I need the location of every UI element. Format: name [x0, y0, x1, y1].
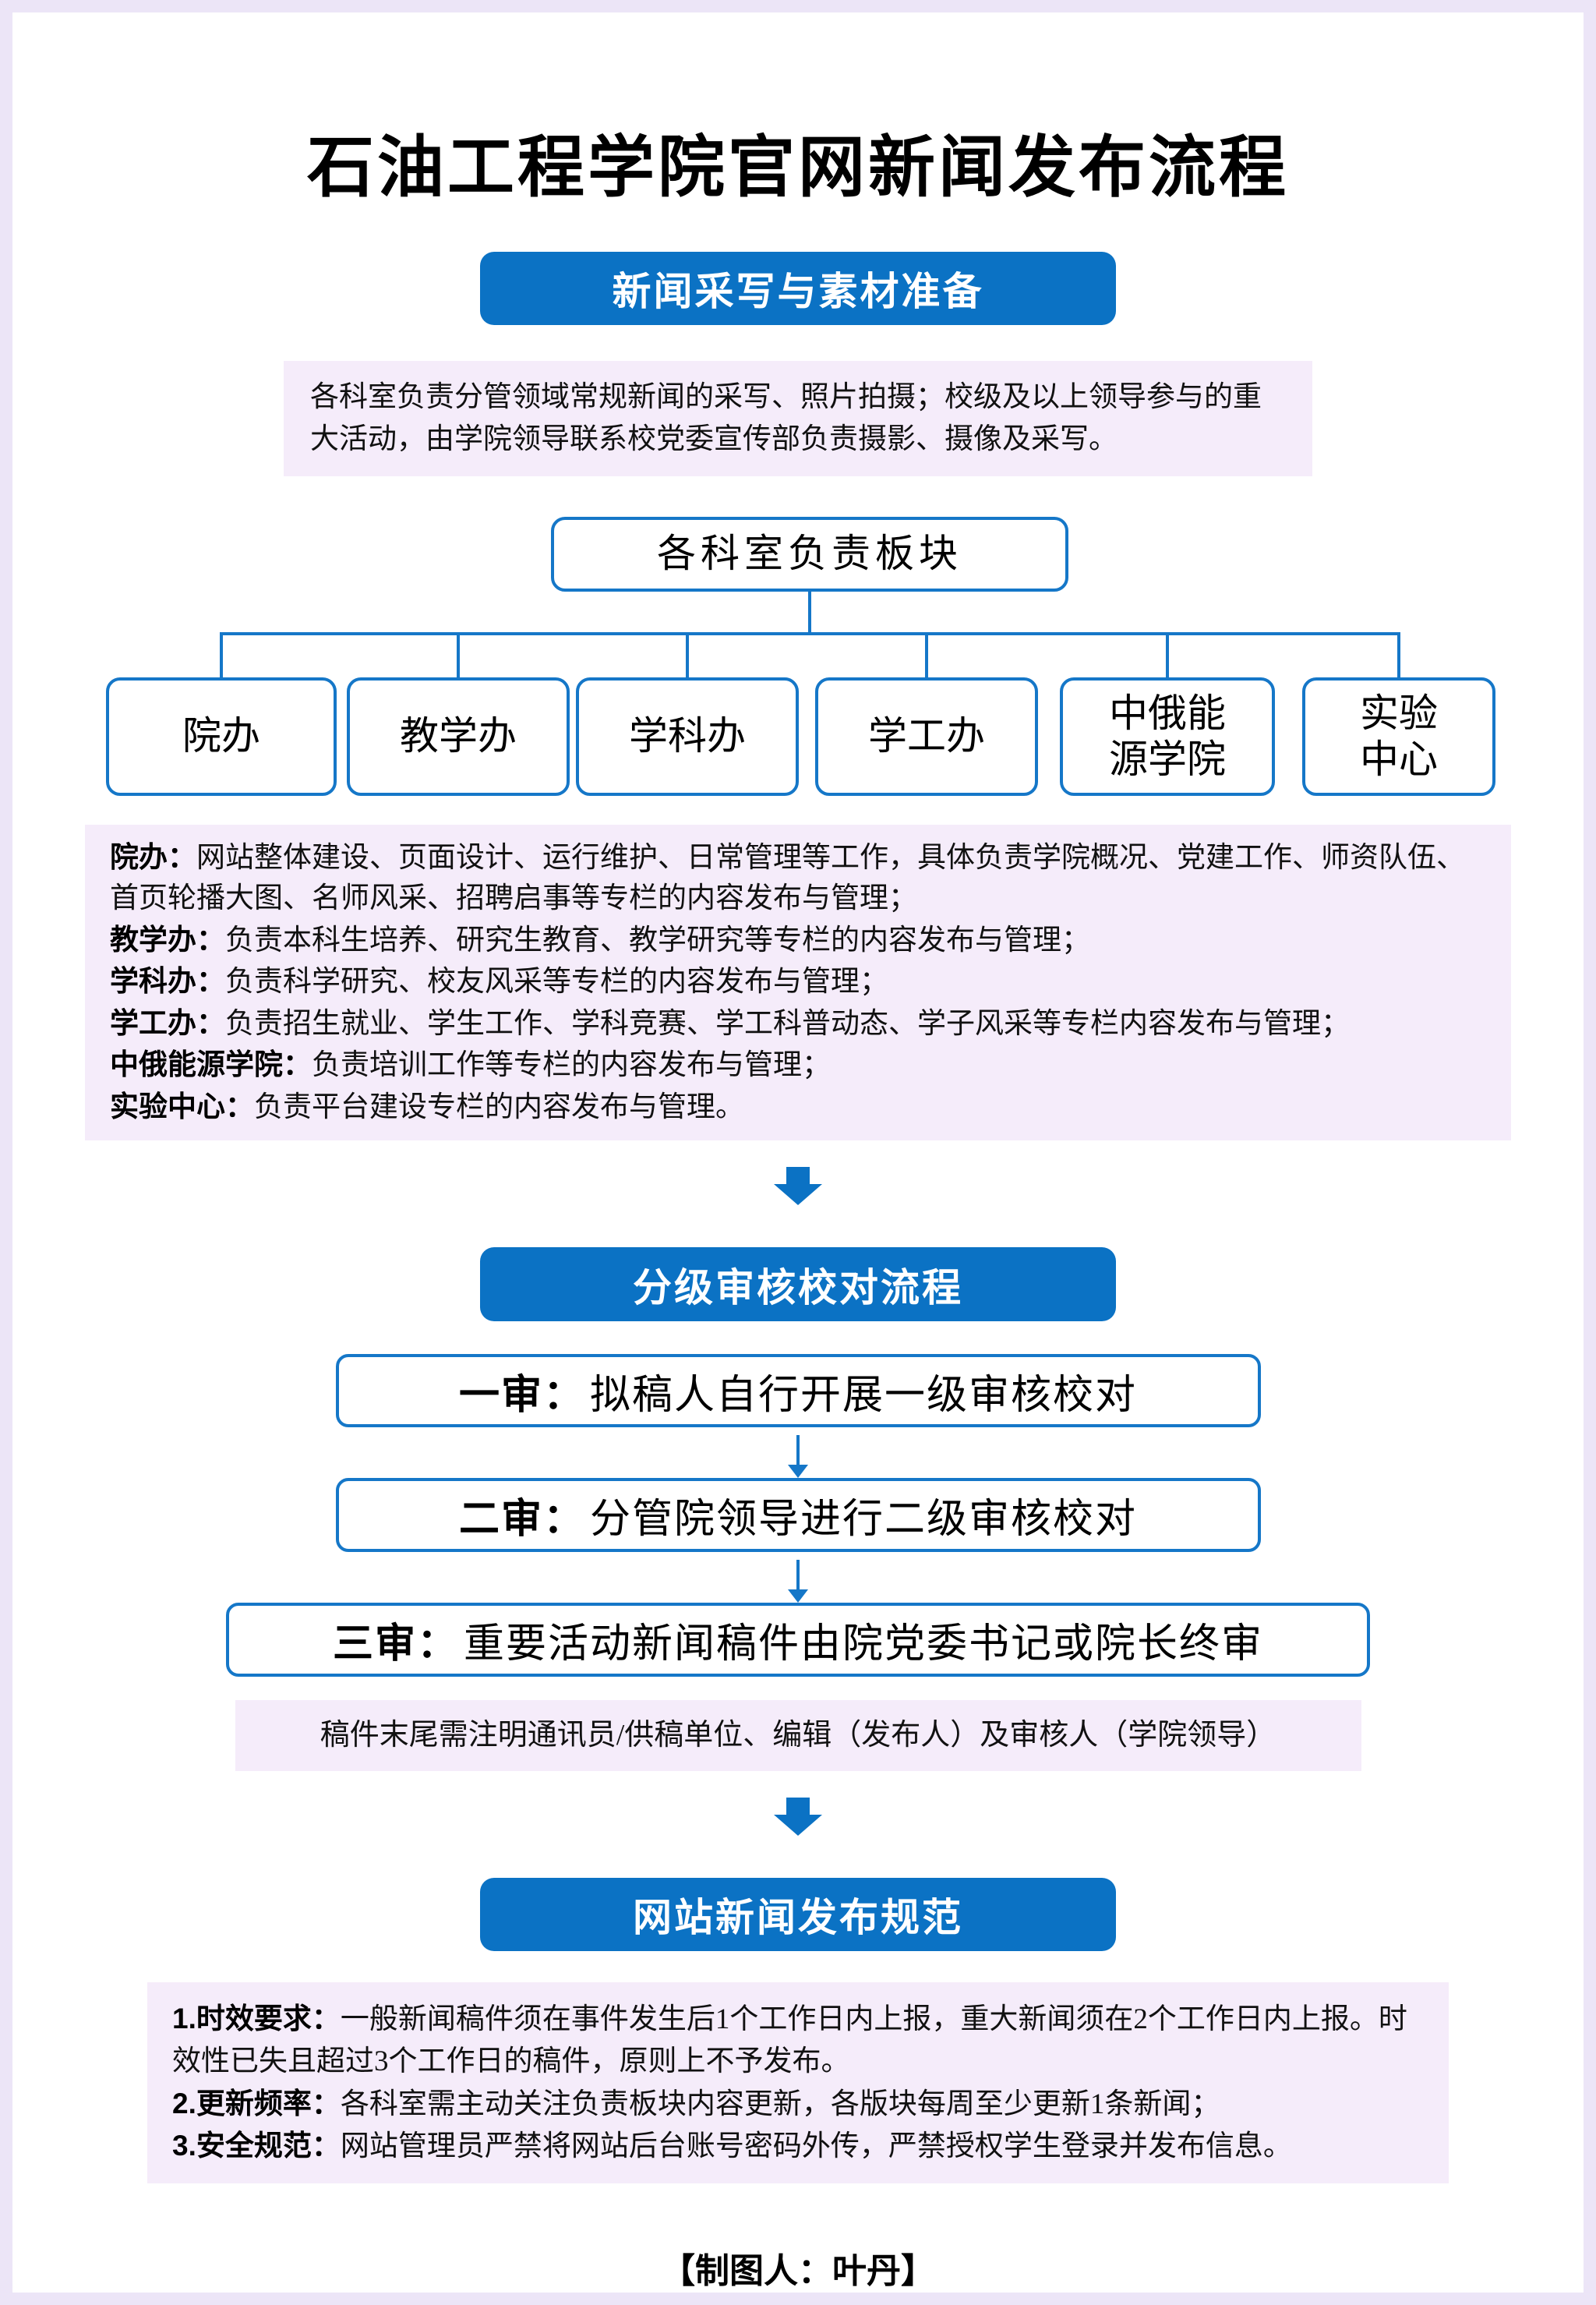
responsibility-item: 院办：网站整体建设、页面设计、运行维护、日常管理等工作，具体负责学院概况、党建工… — [110, 837, 1486, 920]
review-step-2: 二审：分管院领导进行二级审核校对 — [335, 1478, 1261, 1553]
dept-node-sino-russian-energy: 中俄能 源学院 — [1060, 677, 1275, 796]
connector-drop — [925, 633, 928, 679]
down-arrow-stem — [786, 1798, 810, 1815]
rule-item: 3.安全规范：网站管理员严禁将网站后台账号密码外传，严禁授权学生登录并发布信息。 — [172, 2125, 1424, 2168]
rule-label: 2.更新频率： — [172, 2087, 341, 2119]
flow-arrow-stem — [796, 1435, 800, 1467]
responsibility-label: 实验中心： — [110, 1090, 254, 1122]
tree-root-node: 各科室负责板块 — [551, 516, 1068, 592]
review-step-text: 分管院领导进行二级审核校对 — [590, 1497, 1138, 1543]
responsibility-item: 学工办：负责招生就业、学生工作、学科竞赛、学工科普动态、学子风采等专栏内容发布与… — [110, 1003, 1486, 1045]
connector-drop — [220, 633, 223, 679]
connector-drop — [1397, 633, 1400, 679]
connector-drop — [686, 633, 689, 679]
review-step-text: 拟稿人自行开展一级审核校对 — [590, 1373, 1138, 1418]
dept-node-teaching: 教学办 — [347, 677, 570, 796]
responsibility-label: 学科办： — [110, 965, 225, 998]
responsibility-text: 负责招生就业、学生工作、学科竞赛、学工科普动态、学子风采等专栏内容发布与管理； — [225, 1007, 1350, 1040]
review-step-text: 重要活动新闻稿件由院党委书记或院长终审 — [464, 1622, 1264, 1667]
responsibility-text: 负责培训工作等专栏的内容发布与管理； — [312, 1049, 831, 1082]
rule-item: 1.时效要求：一般新闻稿件须在事件发生后1个工作日内上报，重大新闻须在2个工作日… — [172, 1998, 1424, 2082]
down-arrow-head — [774, 1184, 822, 1206]
responsibility-text: 负责平台建设专栏的内容发布与管理。 — [254, 1091, 744, 1123]
review-step-label: 二审： — [458, 1497, 585, 1543]
responsibility-text: 负责科学研究、校友风采等专栏的内容发布与管理； — [225, 966, 888, 999]
flow-arrow-icon — [788, 1435, 808, 1479]
attribution-note: 稿件末尾需注明通讯员/供稿单位、编辑（发布人）及审核人（学院领导） — [235, 1699, 1361, 1772]
rule-text: 网站管理员严禁将网站后台账号密码外传，严禁授权学生登录并发布信息。 — [340, 2130, 1292, 2163]
down-arrow-head — [774, 1815, 822, 1837]
responsibility-label: 中俄能源学院： — [110, 1048, 312, 1081]
responsibility-item: 中俄能源学院：负责培训工作等专栏的内容发布与管理； — [110, 1045, 1486, 1087]
responsibility-item: 学科办：负责科学研究、校友风采等专栏的内容发布与管理； — [110, 961, 1486, 1003]
flow-arrow-stem — [796, 1560, 800, 1592]
dept-node-office: 院办 — [106, 677, 337, 796]
rule-text: 各科室需主动关注负责板块内容更新，各版块每周至少更新1条新闻； — [340, 2088, 1220, 2120]
responsibility-label: 教学办： — [110, 923, 225, 956]
department-tree: 各科室负责板块 院办 教学办 学科办 学工办 中俄能 源学院 实验 中心 — [12, 516, 1584, 796]
responsibility-item: 教学办：负责本科生培养、研究生教育、教学研究等专栏的内容发布与管理； — [110, 920, 1486, 962]
rule-label: 1.时效要求： — [172, 2003, 341, 2035]
section-header-news-prep: 新闻采写与素材准备 — [480, 252, 1116, 326]
down-arrow-stem — [786, 1167, 810, 1185]
flow-arrow-head — [788, 1465, 808, 1479]
page-title: 石油工程学院官网新闻发布流程 — [307, 130, 1289, 205]
rule-text: 一般新闻稿件须在事件发生后1个工作日内上报，重大新闻须在2个工作日内上报。时效性… — [172, 2003, 1407, 2078]
responsibility-item: 实验中心：负责平台建设专栏的内容发布与管理。 — [110, 1087, 1486, 1129]
publishing-rules-box: 1.时效要求：一般新闻稿件须在事件发生后1个工作日内上报，重大新闻须在2个工作日… — [147, 1982, 1449, 2184]
responsibility-label: 学工办： — [110, 1006, 225, 1039]
connector-drop — [457, 633, 460, 679]
review-step-1: 一审：拟稿人自行开展一级审核校对 — [335, 1353, 1261, 1428]
connector-horizontal-line — [220, 631, 1400, 635]
dept-node-discipline: 学科办 — [576, 677, 799, 796]
down-arrow-icon — [774, 1167, 822, 1206]
news-prep-description: 各科室负责分管领域常规新闻的采写、照片拍摄；校级及以上领导参与的重大活动，由学院… — [284, 361, 1312, 476]
flow-arrow-icon — [788, 1560, 808, 1603]
responsibility-text: 负责本科生培养、研究生教育、教学研究等专栏的内容发布与管理； — [225, 924, 1090, 956]
review-step-label: 三审： — [332, 1622, 459, 1667]
down-arrow-icon — [774, 1798, 822, 1837]
rule-item: 2.更新频率：各科室需主动关注负责板块内容更新，各版块每周至少更新1条新闻； — [172, 2083, 1424, 2126]
flow-arrow-head — [788, 1589, 808, 1603]
section-header-publishing-rules: 网站新闻发布规范 — [480, 1878, 1116, 1952]
responsibility-label: 院办： — [110, 840, 196, 873]
responsibilities-box: 院办：网站整体建设、页面设计、运行维护、日常管理等工作，具体负责学院概况、党建工… — [85, 824, 1511, 1141]
review-step-label: 一审： — [458, 1373, 585, 1418]
dept-node-lab-center: 实验 中心 — [1302, 677, 1495, 796]
connector-root-stem — [808, 591, 811, 634]
review-step-3: 三审：重要活动新闻稿件由院党委书记或院长终审 — [226, 1603, 1370, 1677]
section-header-review-process: 分级审核校对流程 — [480, 1247, 1116, 1321]
responsibility-text: 网站整体建设、页面设计、运行维护、日常管理等工作，具体负责学院概况、党建工作、师… — [110, 841, 1465, 915]
author-credit: 【制图人：叶丹】 — [661, 2252, 935, 2291]
connector-drop — [1166, 633, 1169, 679]
dept-node-student-affairs: 学工办 — [815, 677, 1038, 796]
rule-label: 3.安全规范： — [172, 2130, 341, 2162]
